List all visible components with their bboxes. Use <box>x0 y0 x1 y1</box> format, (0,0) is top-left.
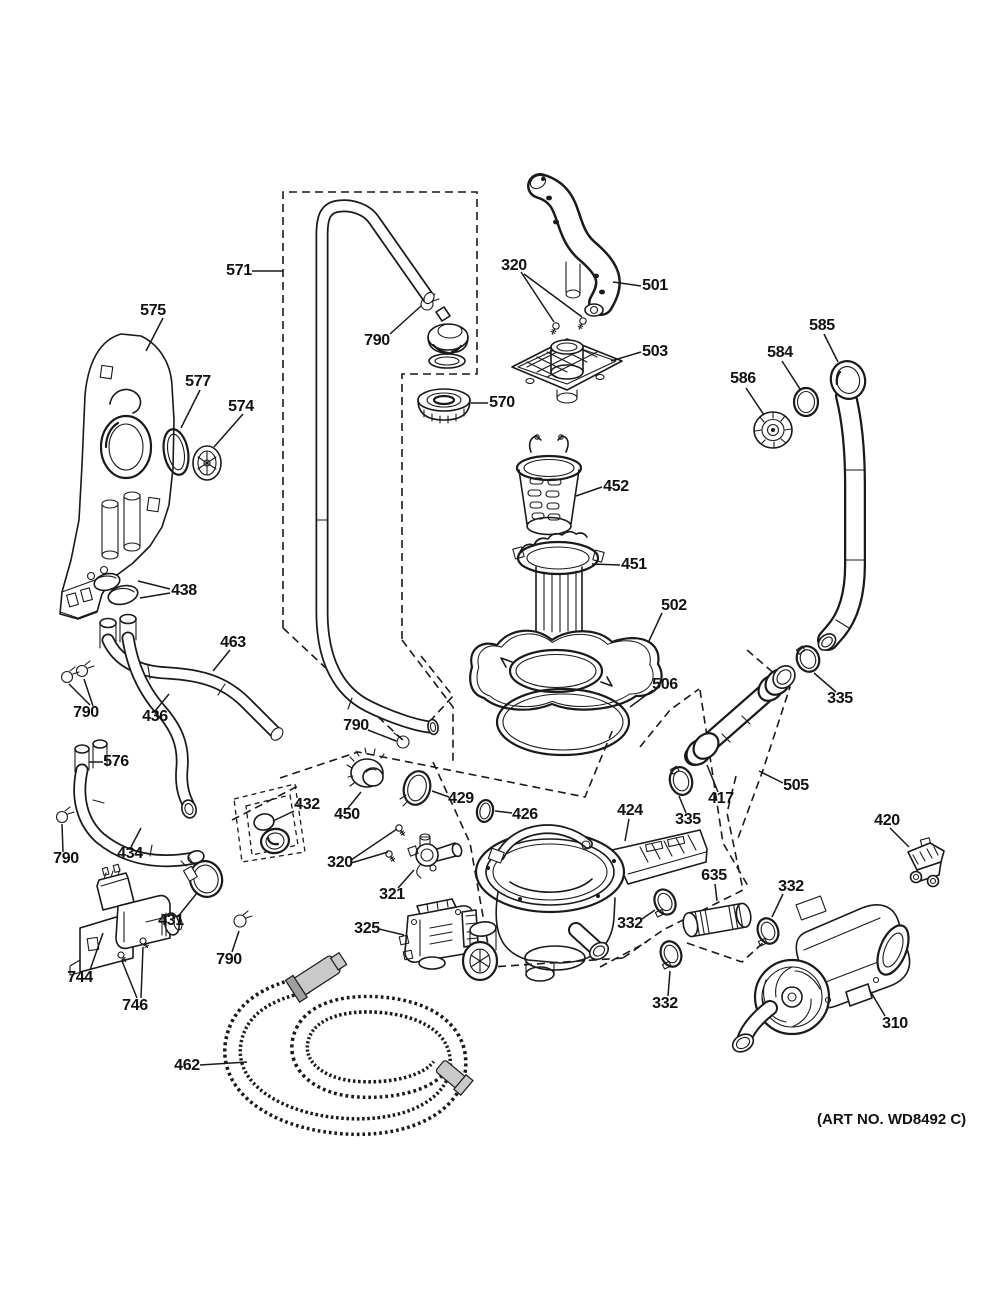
part-label-417: 417 <box>708 790 734 807</box>
part-label-429: 429 <box>448 790 474 807</box>
part-790-clamp <box>55 293 440 928</box>
part-label-570: 570 <box>489 394 515 411</box>
part-label-332: 332 <box>778 878 804 895</box>
leader-lines <box>61 270 910 1066</box>
part-label-584: 584 <box>767 344 793 361</box>
part-424-sump <box>461 824 708 982</box>
art-number: (ART NO. WD8492 C) <box>817 1111 967 1128</box>
part-label-431: 431 <box>158 912 184 929</box>
part-574-impeller <box>192 445 222 481</box>
part-503-filter-plate <box>511 338 623 404</box>
part-575-pump-cover <box>59 333 175 620</box>
part-571-fill-tube <box>315 199 439 736</box>
part-label-501: 501 <box>642 277 668 294</box>
part-434-hose <box>73 739 205 868</box>
part-label-426: 426 <box>512 806 538 823</box>
part-label-790: 790 <box>73 704 99 721</box>
part-label-450: 450 <box>334 806 360 823</box>
part-452-filter <box>515 434 583 536</box>
part-746-screw <box>117 937 149 963</box>
part-label-790: 790 <box>53 850 79 867</box>
part-label-325: 325 <box>354 920 380 937</box>
part-420-bracket <box>907 837 945 888</box>
part-label-420: 420 <box>874 812 900 829</box>
part-label-320: 320 <box>501 257 527 274</box>
part-506-o-ring <box>495 687 631 757</box>
part-label-451: 451 <box>621 556 647 573</box>
part-label-434: 434 <box>117 845 143 862</box>
part-335-clamp <box>668 645 821 796</box>
part-744-inlet-valve <box>69 863 183 976</box>
part-label-790: 790 <box>343 717 369 734</box>
part-label-506: 506 <box>652 676 678 693</box>
part-label-321: 321 <box>379 886 405 903</box>
part-321-valve <box>407 833 463 879</box>
part-label-635: 635 <box>701 867 727 884</box>
part-label-335: 335 <box>675 811 701 828</box>
part-431-clamp <box>180 855 224 898</box>
part-label-574: 574 <box>228 398 254 415</box>
part-label-424: 424 <box>617 802 643 819</box>
part-label-575: 575 <box>140 302 166 319</box>
part-577-o-ring <box>162 428 190 476</box>
part-417-hose <box>684 665 796 766</box>
part-label-790: 790 <box>364 332 390 349</box>
part-451-filter <box>512 530 605 633</box>
part-570-cap-nut <box>417 388 471 424</box>
part-462-drain-hose <box>223 951 474 1137</box>
part-label-577: 577 <box>185 373 211 390</box>
part-438-grommets <box>93 572 139 606</box>
part-label-452: 452 <box>603 478 629 495</box>
part-label-436: 436 <box>142 708 168 725</box>
part-585-tube <box>817 360 867 651</box>
part-label-585: 585 <box>809 317 835 334</box>
part-label-502: 502 <box>661 597 687 614</box>
part-635-tube <box>682 902 752 938</box>
part-label-505: 505 <box>783 777 809 794</box>
part-450-cap <box>346 747 385 788</box>
part-584-o-ring <box>792 386 820 418</box>
part-label-432: 432 <box>294 796 320 813</box>
part-label-503: 503 <box>642 343 668 360</box>
part-426-o-ring <box>475 798 495 824</box>
part-label-746: 746 <box>122 997 148 1014</box>
part-432-fittings <box>253 813 291 855</box>
part-310-pump-motor <box>731 895 911 1053</box>
part-436-hose <box>119 613 197 819</box>
part-label-586: 586 <box>730 370 756 387</box>
part-label-790: 790 <box>216 951 242 968</box>
part-586-hub <box>753 411 793 449</box>
part-label-438: 438 <box>171 582 197 599</box>
part-571-cap-assembly <box>427 306 469 369</box>
part-325-drain-pump <box>398 898 479 970</box>
part-label-335: 335 <box>827 690 853 707</box>
part-label-571: 571 <box>226 262 252 279</box>
part-label-310: 310 <box>882 1015 908 1032</box>
part-label-462: 462 <box>174 1057 200 1074</box>
part-label-332: 332 <box>652 995 678 1012</box>
part-label-744: 744 <box>67 969 93 986</box>
part-332-clamp <box>653 888 780 970</box>
part-501-conduit <box>527 173 621 317</box>
part-label-320: 320 <box>327 854 353 871</box>
part-label-332: 332 <box>617 915 643 932</box>
part-label-463: 463 <box>220 634 246 651</box>
part-463-hose <box>99 617 284 741</box>
part-502-gasket <box>469 629 663 711</box>
part-label-576: 576 <box>103 753 129 770</box>
part-429-clamp <box>399 770 432 807</box>
part-320-screw <box>550 317 587 335</box>
